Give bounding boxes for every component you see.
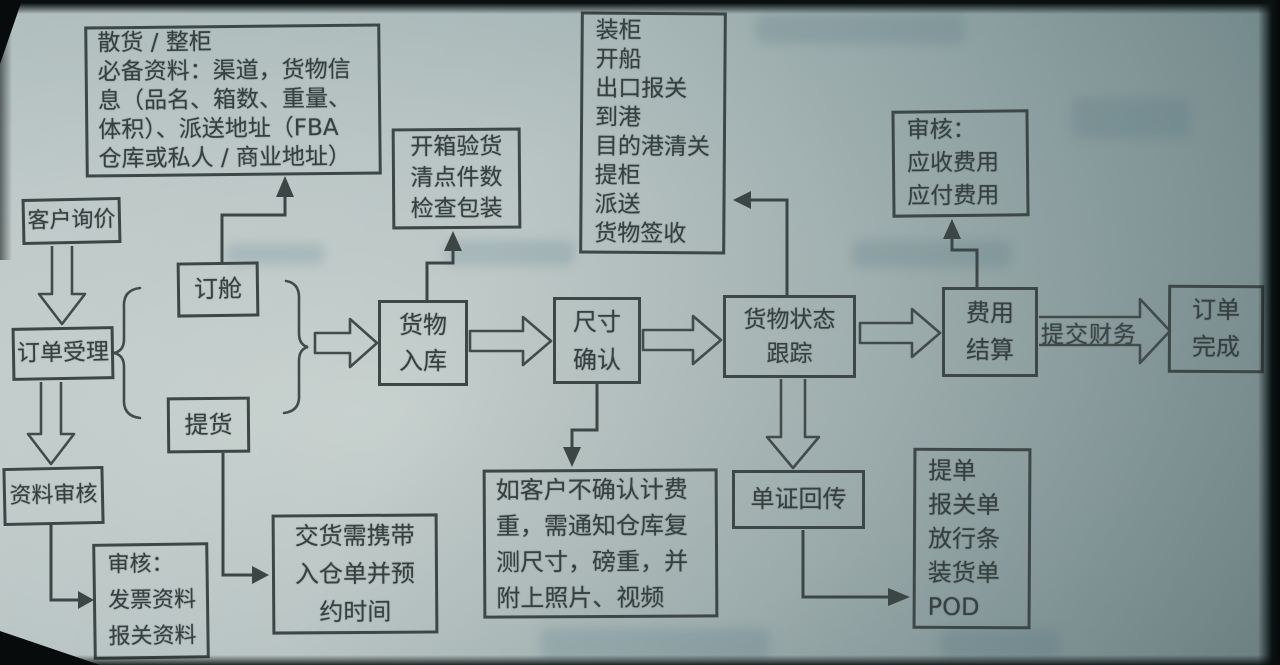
node-warehousing: 货物 入库 xyxy=(378,300,468,386)
node-invoice-review: 审核： 发票资料 报关资料 xyxy=(92,542,210,660)
arrow-tracking-to-stages xyxy=(733,191,789,295)
arrow-dimension-to-tracking xyxy=(641,314,723,366)
node-remeasure-note: 如客户不确认计费 重，需通知仓库复 测尺寸，磅重，并 附上照片、视频 xyxy=(482,468,719,619)
node-pickup: 提货 xyxy=(166,396,251,454)
arrow-settlement-to-complete xyxy=(1039,297,1172,365)
node-info-materials: 散货 / 整柜 必备资料：渠道，货物信 息（品名、箱数、重量、 体积）、派送地址… xyxy=(84,23,382,178)
node-order-complete: 订单 完成 xyxy=(1167,284,1265,374)
node-documents: 提单 报关单 放行条 装货单 POD xyxy=(912,447,1032,630)
arrow-brace-to-warehousing xyxy=(313,317,379,369)
node-delivery-note: 交货需携带 入仓单并预 约时间 xyxy=(271,513,439,635)
arrow-settlement-to-feereview xyxy=(943,219,979,287)
node-inspection: 开箱验货 清点件数 检查包装 xyxy=(391,127,522,230)
node-doc-return: 单证回传 xyxy=(732,470,865,529)
edge-label-submit-finance: 提交财务 xyxy=(1041,322,1137,348)
node-order-acceptance: 订单受理 xyxy=(11,326,115,381)
right-brace xyxy=(282,279,309,415)
arrow-warehousing-to-dimension xyxy=(468,315,553,367)
arrow-warehousing-to-inspection xyxy=(425,231,462,300)
arrow-acceptance-to-docreview xyxy=(26,382,76,466)
node-fee-settlement: 费用 结算 xyxy=(942,287,1038,377)
arrow-docreturn-to-documents xyxy=(801,530,910,606)
arrow-booking-to-info xyxy=(220,176,294,262)
node-dimension-confirm: 尺寸 确认 xyxy=(553,297,641,384)
arrow-tracking-to-docreturn xyxy=(765,379,821,470)
arrow-pickup-to-delivery xyxy=(221,453,269,584)
node-status-tracking: 货物状态 跟踪 xyxy=(723,295,856,378)
arrow-docreview-to-invoicereview xyxy=(49,525,94,609)
node-document-review: 资料审核 xyxy=(2,465,105,527)
arrow-inquiry-to-acceptance xyxy=(37,246,87,326)
node-booking: 订舱 xyxy=(176,261,260,318)
node-customer-inquiry: 客户询价 xyxy=(21,196,122,246)
node-shipping-stages: 装柜 开船 出口报关 到港 目的港清关 提柜 派送 货物签收 xyxy=(579,11,727,255)
node-fee-review: 审核： 应收费用 应付费用 xyxy=(891,109,1030,218)
arrow-tracking-to-settlement xyxy=(858,307,942,359)
arrow-dimension-to-remeasure xyxy=(563,384,599,467)
left-brace xyxy=(113,286,142,420)
